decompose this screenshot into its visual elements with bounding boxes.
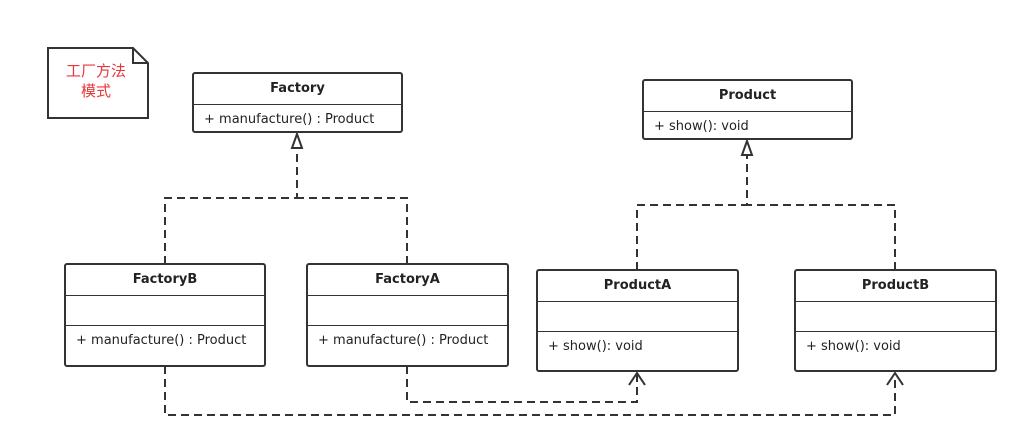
productb-dependency-arrowhead (886, 371, 904, 386)
class-factorya[interactable]: FactoryA + manufacture() : Product (306, 263, 509, 367)
note-line-2: 模式 (80, 82, 111, 100)
edge-factoryb-creates-productb (164, 366, 896, 416)
edge-producta-realizes-product (636, 155, 748, 270)
class-name: FactoryA (308, 265, 507, 296)
class-attributes (538, 302, 737, 332)
class-factory[interactable]: Factory + manufacture() : Product (192, 72, 403, 133)
class-producta[interactable]: ProductA + show(): void (536, 269, 739, 372)
edge-factoryb-realizes-factory (164, 148, 298, 264)
class-operation: + show(): void (806, 339, 901, 354)
producta-dependency-arrowhead (628, 371, 646, 386)
edge-factorya-creates-producta (406, 366, 638, 403)
class-operation: + show(): void (548, 339, 643, 354)
class-attributes (308, 296, 507, 326)
class-name: ProductA (538, 271, 737, 302)
class-operation: + manufacture() : Product (204, 112, 375, 127)
class-attributes (66, 296, 264, 326)
class-name: Product (644, 81, 851, 112)
note-line-1: 工厂方法 (65, 62, 126, 80)
edge-factorya-realizes-factory (297, 197, 408, 264)
class-productb[interactable]: ProductB + show(): void (794, 269, 997, 372)
class-name: Factory (194, 74, 401, 105)
class-product[interactable]: Product + show(): void (642, 79, 853, 140)
class-attributes (796, 302, 995, 332)
title-note: 工厂方法 模式 (47, 47, 149, 119)
class-name: FactoryB (66, 265, 264, 296)
edge-productb-realizes-product (747, 204, 896, 270)
product-realization-arrowhead (740, 138, 754, 156)
class-operation: + manufacture() : Product (76, 333, 247, 348)
class-factoryb[interactable]: FactoryB + manufacture() : Product (64, 263, 266, 367)
note-text: 工厂方法 模式 (55, 61, 137, 101)
class-name: ProductB (796, 271, 995, 302)
factory-realization-arrowhead (290, 131, 304, 149)
class-operation: + manufacture() : Product (318, 333, 489, 348)
note-shape (47, 47, 149, 119)
class-operation: + show(): void (654, 119, 749, 134)
